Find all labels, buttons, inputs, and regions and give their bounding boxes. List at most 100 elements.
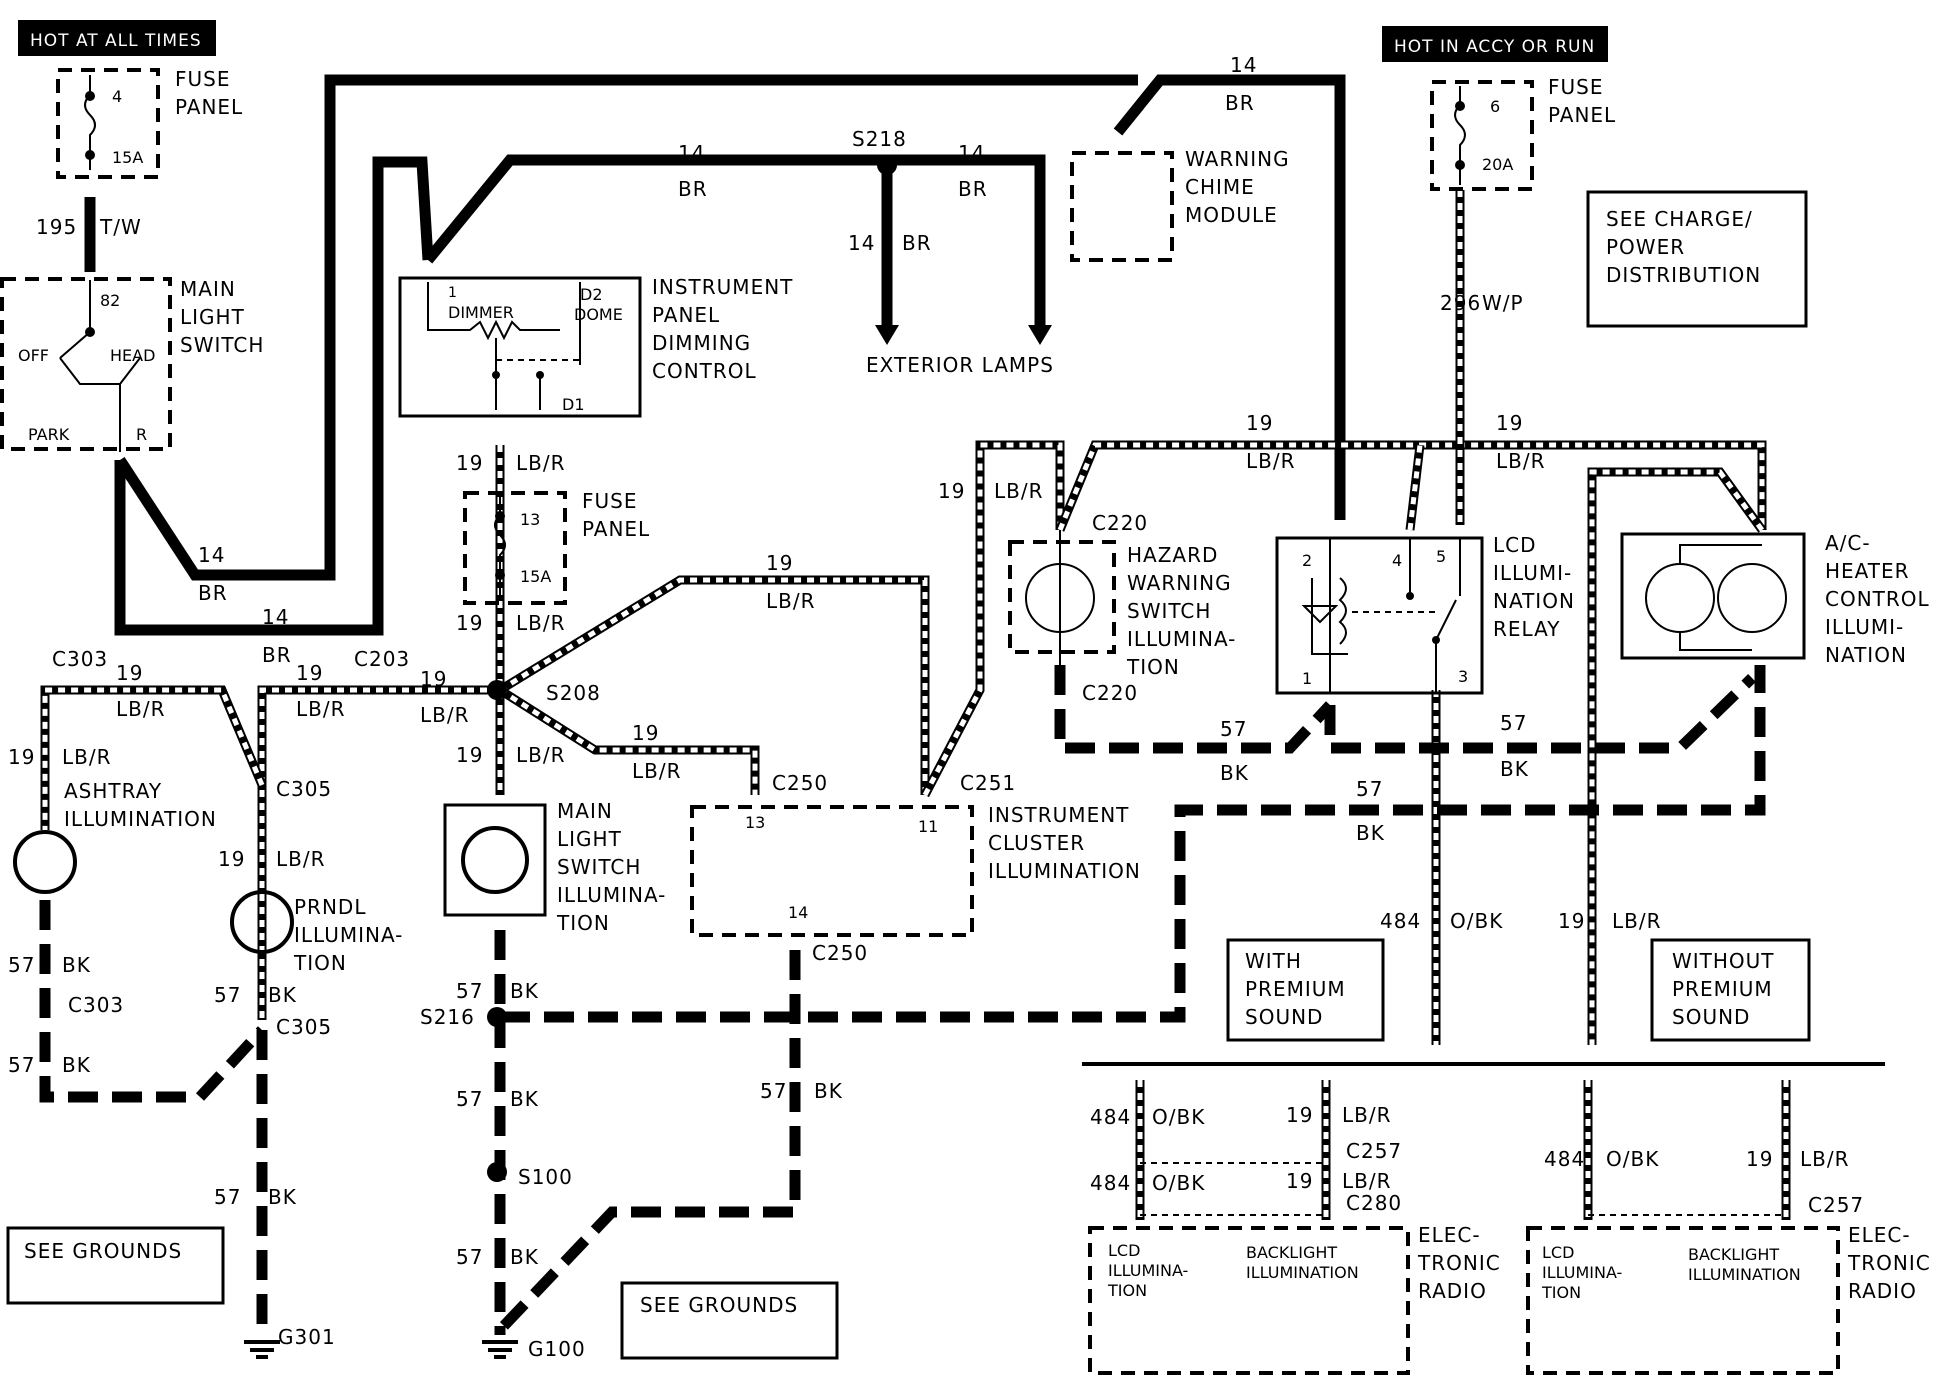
svg-text:BACKLIGHT: BACKLIGHT [1246,1243,1337,1262]
svg-text:19: 19 [766,551,793,575]
svg-text:LCD: LCD [1108,1241,1140,1260]
svg-text:BK: BK [510,1245,539,1269]
svg-text:LB/R: LB/R [420,703,470,727]
svg-text:C305: C305 [276,777,332,801]
svg-text:TRONIC: TRONIC [1847,1251,1931,1275]
svg-text:HEATER: HEATER [1825,559,1910,583]
svg-text:C257: C257 [1808,1193,1864,1217]
electronic-radio-left: LCD ILLUMINA- TION BACKLIGHT ILLUMINATIO… [1088,1162,1501,1375]
svg-text:G301: G301 [278,1325,336,1349]
svg-text:19: 19 [938,479,965,503]
svg-text:484: 484 [1544,1147,1585,1171]
svg-text:BR: BR [902,231,932,255]
svg-text:ELEC-: ELEC- [1418,1223,1481,1247]
svg-text:195: 195 [36,215,77,239]
svg-text:19: 19 [456,743,483,767]
svg-text:BR: BR [1225,91,1255,115]
svg-text:TION: TION [556,911,610,935]
svg-text:O/BK: O/BK [1606,1147,1659,1171]
svg-text:19: 19 [420,667,447,691]
svg-text:14: 14 [262,605,289,629]
svg-text:TRONIC: TRONIC [1417,1251,1501,1275]
svg-text:SOUND: SOUND [1672,1005,1750,1029]
svg-text:LB/R: LB/R [632,759,682,783]
svg-text:LB/R: LB/R [276,847,326,871]
svg-text:ILLUMINA-: ILLUMINA- [557,883,666,907]
svg-text:57: 57 [214,983,241,1007]
svg-text:G100: G100 [528,1337,586,1361]
svg-text:C257: C257 [1346,1139,1402,1163]
see-charge-power-box: SEE CHARGE/ POWER DISTRIBUTION [1586,190,1808,328]
svg-text:LB/R: LB/R [116,697,166,721]
svg-text:CONTROL: CONTROL [652,359,757,383]
ashtray-illumination: ASHTRAY ILLUMINATION [13,779,217,894]
svg-text:11: 11 [918,817,938,836]
svg-text:PANEL: PANEL [582,517,650,541]
svg-text:C220: C220 [1092,511,1148,535]
svg-text:BK: BK [62,1053,91,1077]
svg-text:15A: 15A [520,567,551,586]
svg-text:19: 19 [296,661,323,685]
svg-text:HOT IN ACCY OR RUN: HOT IN ACCY OR RUN [1394,37,1595,57]
svg-text:C305: C305 [276,1015,332,1039]
svg-text:C303: C303 [68,993,124,1017]
svg-text:14: 14 [198,543,225,567]
svg-text:LCD: LCD [1542,1243,1574,1262]
svg-text:57: 57 [1500,711,1527,735]
svg-text:LB/R: LB/R [516,611,566,635]
svg-text:SEE GROUNDS: SEE GROUNDS [640,1293,798,1317]
svg-text:A/C-: A/C- [1825,531,1871,555]
svg-text:WITHOUT: WITHOUT [1672,949,1775,973]
svg-text:BK: BK [268,1185,297,1209]
svg-text:14: 14 [788,903,808,922]
svg-text:WITH: WITH [1245,949,1302,973]
svg-text:ILLUMINA-: ILLUMINA- [1108,1261,1188,1280]
svg-text:LB/R: LB/R [1496,449,1546,473]
svg-text:1: 1 [448,285,457,301]
svg-text:T/W: T/W [99,215,142,239]
main-light-switch: 82 OFF HEAD PARK R MAIN LIGHT SWITCH [0,277,263,452]
ground-symbols [244,1340,518,1359]
svg-text:TION: TION [1107,1281,1147,1300]
svg-text:TION: TION [1541,1283,1581,1302]
svg-text:BR: BR [678,177,708,201]
svg-text:SWITCH: SWITCH [1127,599,1211,623]
exterior-lamps-label: EXTERIOR LAMPS [866,353,1054,377]
svg-text:C251: C251 [960,771,1016,795]
svg-text:19: 19 [1286,1169,1313,1193]
svg-text:MAIN: MAIN [557,799,613,823]
svg-text:LB/R: LB/R [994,479,1044,503]
prndl-illumination: PRNDL ILLUMINA- TION [230,890,402,975]
svg-text:S216: S216 [420,1005,475,1029]
svg-text:OFF: OFF [18,346,49,365]
svg-text:NATION: NATION [1825,643,1907,667]
svg-text:DOME: DOME [574,305,623,324]
svg-text:57: 57 [456,1245,483,1269]
svg-text:19: 19 [218,847,245,871]
svg-text:4: 4 [1392,551,1402,570]
svg-text:R: R [136,425,147,444]
svg-text:C280: C280 [1346,1191,1402,1215]
svg-text:57: 57 [456,1087,483,1111]
svg-text:BK: BK [62,953,91,977]
svg-text:TION: TION [1126,655,1180,679]
svg-text:BK: BK [814,1079,843,1103]
svg-text:19: 19 [456,611,483,635]
svg-text:C220: C220 [1082,681,1138,705]
svg-text:57: 57 [8,953,35,977]
svg-text:MAIN: MAIN [180,277,236,301]
svg-text:BK: BK [510,1087,539,1111]
svg-text:SWITCH: SWITCH [557,855,641,879]
svg-text:CLUSTER: CLUSTER [988,831,1085,855]
lbr-wires [40,190,1791,1220]
without-premium-sound-box: WITHOUT PREMIUM SOUND [1650,938,1811,1042]
svg-text:1: 1 [1302,669,1312,688]
svg-text:S208: S208 [546,681,601,705]
svg-text:W/P: W/P [1482,291,1524,315]
svg-text:ILLUMINATION: ILLUMINATION [64,807,217,831]
svg-text:ILLUMINA-: ILLUMINA- [1542,1263,1622,1282]
svg-text:BK: BK [1220,761,1249,785]
svg-text:LB/R: LB/R [296,697,346,721]
svg-text:ILLUMINATION: ILLUMINATION [1688,1265,1801,1284]
svg-text:57: 57 [8,1053,35,1077]
